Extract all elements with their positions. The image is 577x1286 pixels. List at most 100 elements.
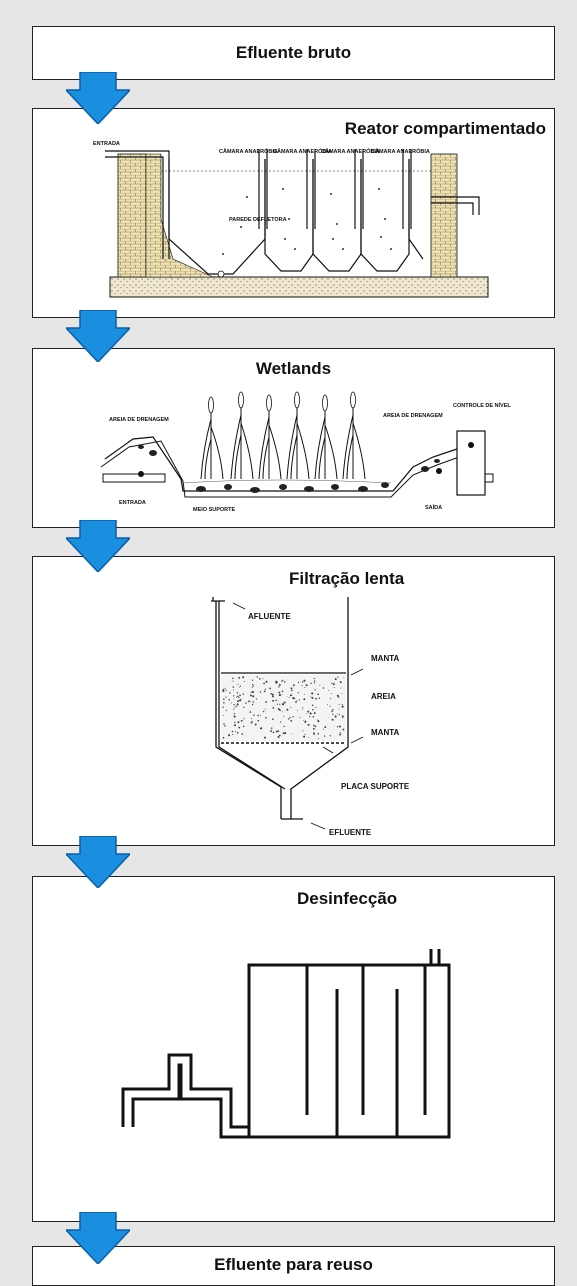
flow-arrow-1 <box>66 72 130 124</box>
sand-grain <box>337 713 339 715</box>
filtration-label-blanket-bottom: MANTA <box>371 728 400 737</box>
sand-grain <box>252 695 255 698</box>
sand-grain <box>263 682 265 685</box>
sand-grain <box>286 708 289 711</box>
reactor-label-chamber-1: CÂMARA ANAERÓBIA <box>219 147 278 155</box>
sand-grain <box>312 715 315 718</box>
sand-grain <box>327 717 329 719</box>
sand-grain <box>225 709 228 711</box>
sand-grain <box>279 709 281 712</box>
sand-grain <box>280 680 282 682</box>
stage-title-disinfection: Desinfecção <box>297 889 398 908</box>
sand-grain <box>341 692 343 694</box>
sand-grain <box>311 696 314 699</box>
sand-grain <box>252 685 254 687</box>
flow-arrow-5 <box>66 1212 130 1264</box>
sand-grain <box>228 699 231 701</box>
sand-grain <box>305 713 307 715</box>
sand-grain <box>297 692 300 694</box>
sand-grain <box>237 696 240 698</box>
sand-grain <box>283 725 285 728</box>
sand-grain <box>334 678 337 681</box>
sand-grain <box>277 735 280 739</box>
sand-grain <box>242 725 245 728</box>
sand-grain <box>279 703 281 705</box>
sand-grain <box>340 687 342 689</box>
sand-grain <box>233 704 235 706</box>
sand-grain <box>233 707 235 709</box>
sand-grain <box>296 700 298 702</box>
sand-grain <box>232 686 235 688</box>
sand-grain <box>233 695 235 697</box>
sand-grain <box>224 687 226 689</box>
sand-grain <box>311 704 314 707</box>
sand-grain <box>242 676 245 679</box>
sand-grain <box>225 696 227 698</box>
sand-grain <box>235 705 237 708</box>
sand-grain <box>222 690 225 693</box>
sand-grain <box>304 720 307 723</box>
sand-grain <box>275 680 278 683</box>
sand-grain <box>270 730 272 733</box>
sand-grain <box>333 686 335 688</box>
reactor-label-chamber-3: CÂMARA ANAERÓBIA <box>321 147 380 155</box>
sand-grain <box>313 712 316 715</box>
sand-grain <box>339 733 342 736</box>
sand-grain <box>233 708 235 710</box>
sand-grain <box>257 714 259 717</box>
sand-grain <box>327 703 328 705</box>
sand-grain <box>307 723 310 726</box>
sand-grain <box>303 693 305 695</box>
sand-grain <box>309 716 311 718</box>
sand-grain <box>262 710 265 713</box>
sand-grain <box>330 692 332 694</box>
sand-grain <box>322 687 325 689</box>
sand-grain <box>222 736 225 739</box>
sand-grain <box>241 733 244 735</box>
sand-grain <box>301 708 303 710</box>
sand-grain <box>250 695 252 697</box>
wetlands-label-inlet: ENTRADA <box>119 500 146 506</box>
sand-grain <box>260 727 263 730</box>
sand-grain <box>311 692 314 695</box>
sand-grain <box>281 690 284 693</box>
sand-grain <box>299 717 301 719</box>
sand-grain <box>342 728 345 731</box>
wetlands-label-media: MEIO SUPORTE <box>193 507 236 513</box>
flow-arrow-4 <box>66 836 130 888</box>
sand-grain <box>315 707 317 709</box>
sand-grain <box>296 710 298 711</box>
sand-grain <box>251 703 254 706</box>
sand-grain <box>234 721 236 723</box>
sand-grain <box>237 683 239 685</box>
sand-grain <box>256 676 259 678</box>
sand-grain <box>307 710 310 713</box>
sand-grain <box>314 725 317 728</box>
stage-title-raw: Efluente bruto <box>235 43 352 62</box>
sand-grain <box>313 677 315 680</box>
sand-grain <box>230 702 232 704</box>
sand-grain <box>313 732 315 735</box>
sand-grain <box>338 725 341 728</box>
sand-grain <box>332 713 334 715</box>
sand-grain <box>333 682 335 684</box>
sand-grain <box>284 732 287 735</box>
sand-grain <box>277 707 280 711</box>
sand-grain <box>236 695 239 697</box>
sand-grain <box>233 712 236 715</box>
sand-grain <box>282 703 284 706</box>
sand-grain <box>272 731 275 734</box>
sand-grain <box>280 721 282 723</box>
sand-grain <box>265 717 267 719</box>
sand-grain <box>263 690 266 693</box>
sand-grain <box>314 689 316 691</box>
sand-grain <box>239 685 242 687</box>
sand-grain <box>324 735 326 737</box>
sand-grain <box>283 701 286 704</box>
sand-grain <box>243 718 245 720</box>
stage-title-wetlands: Wetlands <box>255 359 332 378</box>
sand-grain <box>278 730 280 732</box>
sand-grain <box>250 722 252 724</box>
sand-grain <box>301 680 304 683</box>
sand-grain <box>254 723 257 726</box>
